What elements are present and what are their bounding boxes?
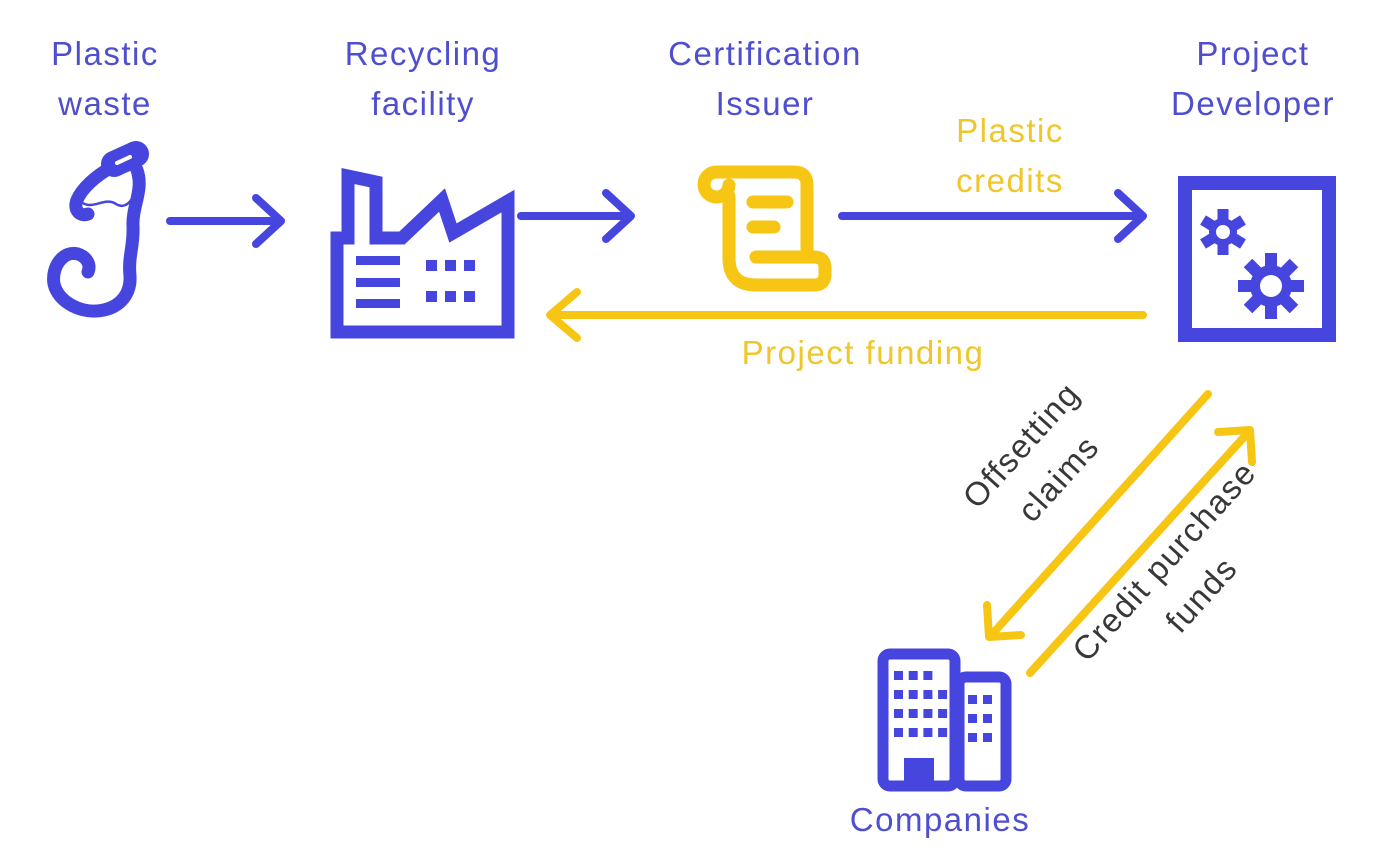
project-developer-label: Project Developer <box>1171 35 1335 122</box>
arrow-project-funding <box>546 288 1147 342</box>
office-buildings-icon <box>877 648 1013 792</box>
scroll-certificate-icon <box>695 158 835 292</box>
arrow-credit-purchase <box>1026 426 1256 677</box>
project-funding-label: Project funding <box>741 334 985 371</box>
arrow-recycling-to-issuer <box>517 189 635 243</box>
plastic-credits-label: Plastic credits <box>956 112 1064 199</box>
plastic-bottle-icon <box>40 138 175 333</box>
gears-icon <box>1178 176 1336 342</box>
arrow-offsetting-claims <box>983 390 1212 641</box>
arrow-plastic-credits <box>838 189 1147 243</box>
arrow-waste-to-recycling <box>166 194 285 248</box>
certification-issuer-label: Certification Issuer <box>668 35 862 122</box>
plastic-waste-label: Plastic waste <box>51 35 159 122</box>
companies-label: Companies <box>849 801 1031 838</box>
factory-icon <box>329 167 519 340</box>
recycling-facility-label: Recycling facility <box>344 35 502 122</box>
